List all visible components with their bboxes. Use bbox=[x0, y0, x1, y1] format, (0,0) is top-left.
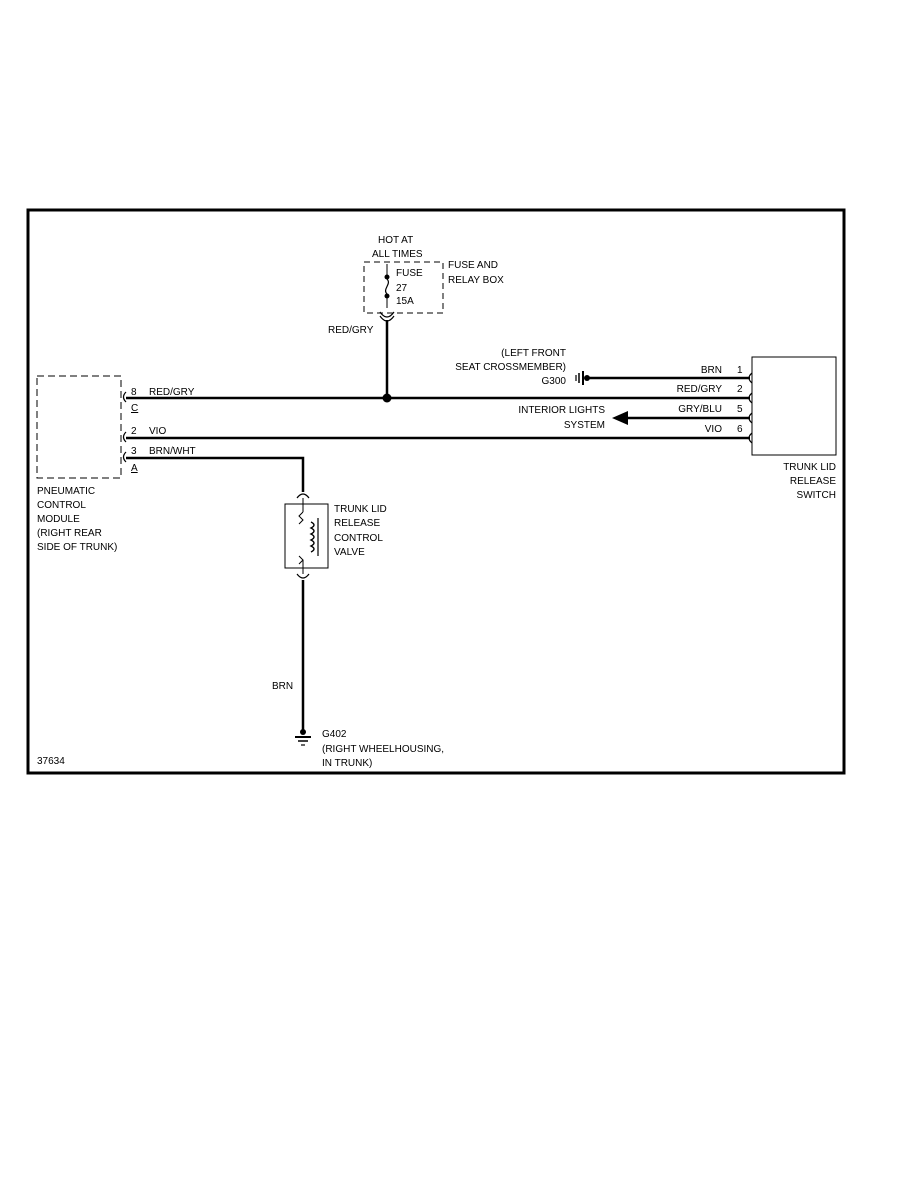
pcm-pin-2-number: 2 bbox=[131, 426, 137, 437]
ground-g402-icon bbox=[295, 729, 311, 746]
valve-top-connector-icon bbox=[296, 493, 310, 499]
pcm-pin-3-number: 3 bbox=[131, 446, 137, 457]
valve-label-line-3: CONTROL bbox=[334, 533, 383, 544]
g300-id: G300 bbox=[542, 376, 567, 387]
valve-label-line-2: RELEASE bbox=[334, 518, 380, 529]
trunk-lid-release-control-valve bbox=[284, 503, 329, 569]
g402-location-line-1: (RIGHT WHEELHOUSING, bbox=[322, 744, 444, 755]
switch-label-line-2: RELEASE bbox=[790, 476, 836, 487]
wire-label-red-gry-switch: RED/GRY bbox=[677, 384, 723, 395]
diagram-frame bbox=[26, 208, 846, 775]
pcm-label-line-4: (RIGHT REAR bbox=[37, 528, 102, 539]
switch-pin-6: 6 bbox=[737, 424, 743, 435]
switch-pin-2: 2 bbox=[737, 384, 743, 395]
ground-g300-icon bbox=[575, 371, 590, 385]
all-times-label: ALL TIMES bbox=[372, 249, 423, 260]
valve-label-line-1: TRUNK LID bbox=[334, 504, 387, 515]
arrow-left-icon bbox=[612, 411, 628, 425]
interior-lights-line-2: SYSTEM bbox=[564, 420, 605, 431]
pneumatic-module-connectors bbox=[122, 391, 127, 463]
fuse-relay-box bbox=[363, 261, 444, 314]
pcm-label-line-2: CONTROL bbox=[37, 500, 86, 511]
pcm-pin-a-letter: A bbox=[131, 463, 138, 474]
hot-at-label: HOT AT bbox=[378, 235, 413, 246]
pcm-pin-c-letter: C bbox=[131, 403, 138, 414]
fuse-label: FUSE bbox=[396, 268, 423, 279]
wire-label-brn-switch: BRN bbox=[701, 365, 722, 376]
trunk-lid-release-switch bbox=[751, 356, 837, 456]
switch-label-line-3: SWITCH bbox=[797, 490, 836, 501]
valve-label-line-4: VALVE bbox=[334, 547, 365, 558]
wire-label-brn-wht: BRN/WHT bbox=[149, 446, 196, 457]
fuse-and-label: FUSE AND bbox=[448, 260, 498, 271]
wire-label-gry-blu: GRY/BLU bbox=[678, 404, 722, 415]
g300-location-line-2: SEAT CROSSMEMBER) bbox=[455, 362, 566, 373]
pcm-label-line-1: PNEUMATIC bbox=[37, 486, 95, 497]
relay-box-label: RELAY BOX bbox=[448, 275, 504, 286]
wire-label-vio-pcm: VIO bbox=[149, 426, 166, 437]
wire-label-red-gry-pcm: RED/GRY bbox=[149, 387, 195, 398]
g300-location-line-1: (LEFT FRONT bbox=[501, 348, 566, 359]
switch-label-line-1: TRUNK LID bbox=[783, 462, 836, 473]
fuse-27-symbol bbox=[384, 264, 390, 308]
valve-bottom-connector-icon bbox=[296, 573, 310, 579]
fuse-number: 27 bbox=[396, 283, 408, 294]
pneumatic-control-module bbox=[36, 375, 122, 479]
wire-label-red-gry-feed: RED/GRY bbox=[328, 325, 374, 336]
wire-brn-wht bbox=[126, 456, 305, 492]
g402-id: G402 bbox=[322, 729, 347, 740]
wire-label-brn-valve: BRN bbox=[272, 681, 293, 692]
interior-lights-line-1: INTERIOR LIGHTS bbox=[518, 405, 605, 416]
pcm-label-line-5: SIDE OF TRUNK) bbox=[37, 542, 117, 553]
wire-label-vio-switch: VIO bbox=[705, 424, 722, 435]
solenoid-coil-icon bbox=[298, 498, 319, 574]
pcm-pin-8-number: 8 bbox=[131, 387, 137, 398]
switch-pin-5: 5 bbox=[737, 404, 743, 415]
switch-pin-1: 1 bbox=[737, 365, 743, 376]
diagram-id: 37634 bbox=[37, 756, 65, 767]
pcm-label-line-3: MODULE bbox=[37, 514, 80, 525]
fuse-rating: 15A bbox=[396, 296, 414, 307]
g402-location-line-2: IN TRUNK) bbox=[322, 758, 372, 769]
